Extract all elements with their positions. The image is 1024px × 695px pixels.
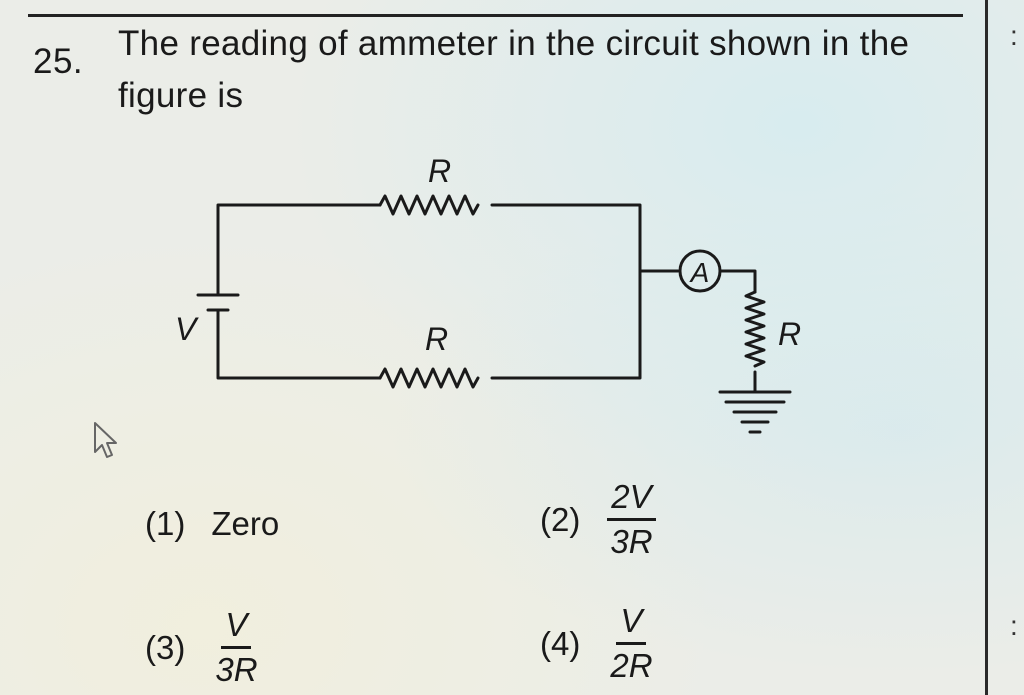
top-divider — [28, 14, 963, 17]
edge-mark-bottom: : — [1010, 610, 1018, 641]
margin-divider — [985, 0, 988, 695]
wire-top-left — [216, 203, 382, 297]
option-2-denominator: 3R — [610, 523, 653, 560]
option-2-fraction: 2V 3R — [606, 478, 656, 561]
option-2[interactable]: (2) 2V 3R — [540, 478, 657, 561]
option-3[interactable]: (3) V 3R — [145, 606, 262, 689]
ground-icon — [718, 390, 792, 434]
option-3-label: (3) — [145, 628, 186, 666]
option-3-fraction: V 3R — [211, 606, 261, 689]
resistor-bottom — [378, 367, 480, 389]
wire-bottom-right — [490, 366, 642, 380]
option-4-label: (4) — [540, 624, 581, 662]
option-3-numerator: V — [221, 606, 252, 649]
wire-top-right — [490, 203, 642, 370]
option-4-numerator: V — [616, 602, 647, 645]
option-4-fraction: V 2R — [606, 602, 656, 685]
circuit-diagram: R R R V A — [175, 153, 801, 434]
resistor-right-label: R — [778, 316, 801, 352]
option-1-text: Zero — [211, 505, 280, 542]
resistor-top — [378, 194, 480, 216]
option-4-denominator: 2R — [610, 647, 653, 684]
cursor-icon — [94, 422, 117, 458]
option-4[interactable]: (4) V 2R — [540, 602, 657, 685]
wire-bottom-left — [216, 308, 382, 380]
wire-ammeter-to-resistor — [718, 269, 757, 294]
battery-label: V — [175, 311, 199, 347]
option-1[interactable]: (1) Zero — [145, 505, 279, 543]
option-3-denominator: 3R — [215, 651, 258, 688]
question-text: The reading of ammeter in the circuit sh… — [118, 24, 910, 115]
edge-mark-top: : — [1010, 20, 1018, 51]
option-2-numerator: 2V — [607, 478, 656, 521]
option-1-label: (1) — [145, 505, 186, 542]
option-2-label: (2) — [540, 500, 581, 538]
resistor-top-label: R — [428, 153, 451, 189]
question-number: 25. — [33, 42, 84, 81]
resistor-right — [744, 290, 766, 368]
resistor-bottom-label: R — [425, 321, 448, 357]
ammeter-label: A — [689, 257, 710, 288]
